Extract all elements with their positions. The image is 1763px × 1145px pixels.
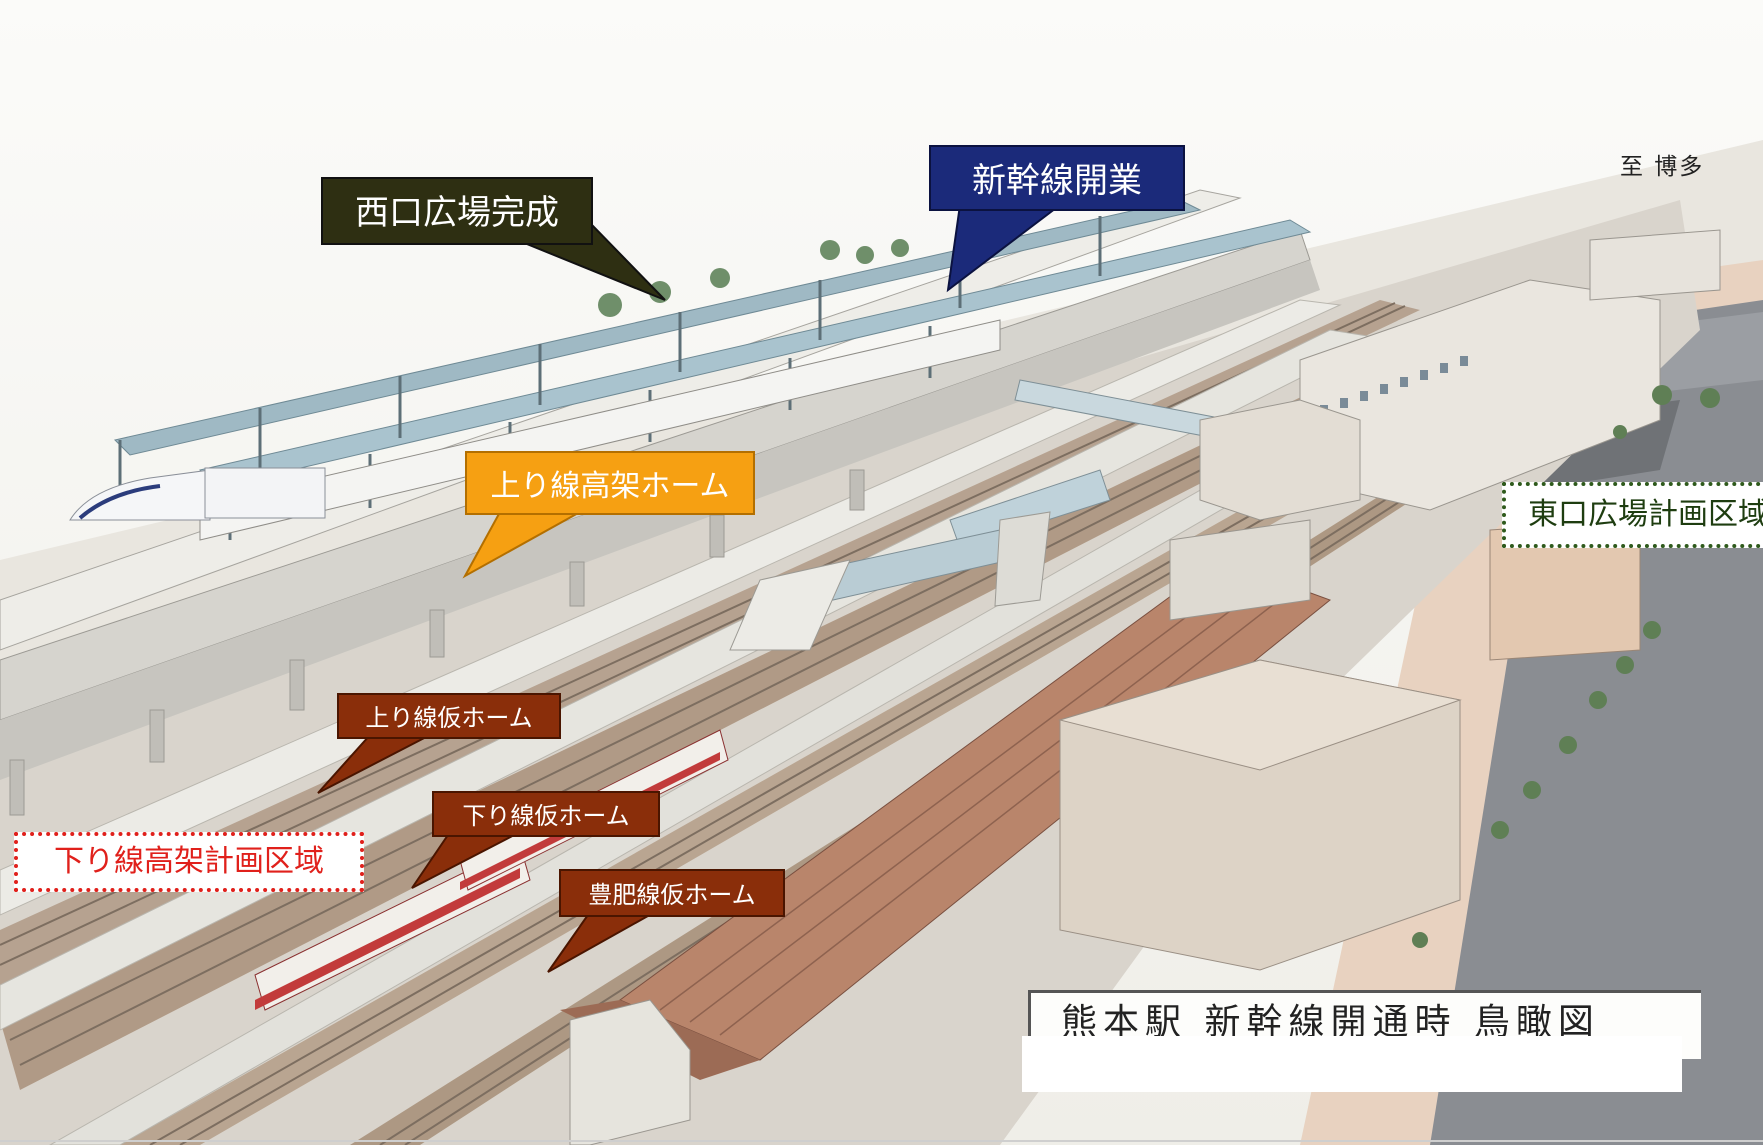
pedestrian-bridge	[729, 379, 1231, 651]
callout-down-temp: 下り線仮ホーム	[411, 791, 660, 889]
area-label-down-elevated-plan: 下り線高架計画区域	[14, 832, 364, 892]
area-label-east-plaza-plan: 東口広場計画区域	[1502, 482, 1763, 548]
platform-roofs	[114, 199, 1312, 541]
callout-west-plaza-text: 西口広場完成	[355, 193, 559, 233]
title-mask	[1022, 1036, 1682, 1092]
callout-up-temp: 上り線仮ホーム	[317, 693, 561, 794]
callout-up-temp-text: 上り線仮ホーム	[365, 704, 532, 732]
callout-hohi-temp: 豊肥線仮ホーム	[547, 869, 785, 973]
callout-up-elevated-text: 上り線高架ホーム	[490, 469, 729, 504]
callout-up-elevated: 上り線高架ホーム	[462, 451, 755, 579]
callout-down-temp-text: 下り線仮ホーム	[462, 802, 629, 830]
east-roadside-trees	[1412, 385, 1720, 948]
west-plaza-trees	[598, 239, 909, 317]
station-buildings	[569, 229, 1721, 1145]
callout-west-plaza: 西口広場完成	[321, 177, 666, 301]
callout-shinkansen-open-text: 新幹線開業	[972, 161, 1142, 201]
shinkansen-train	[69, 467, 326, 521]
direction-label: 至 博多	[1620, 154, 1705, 180]
callout-shinkansen-open: 新幹線開業	[929, 145, 1185, 293]
callout-hohi-temp-text: 豊肥線仮ホーム	[588, 881, 755, 909]
